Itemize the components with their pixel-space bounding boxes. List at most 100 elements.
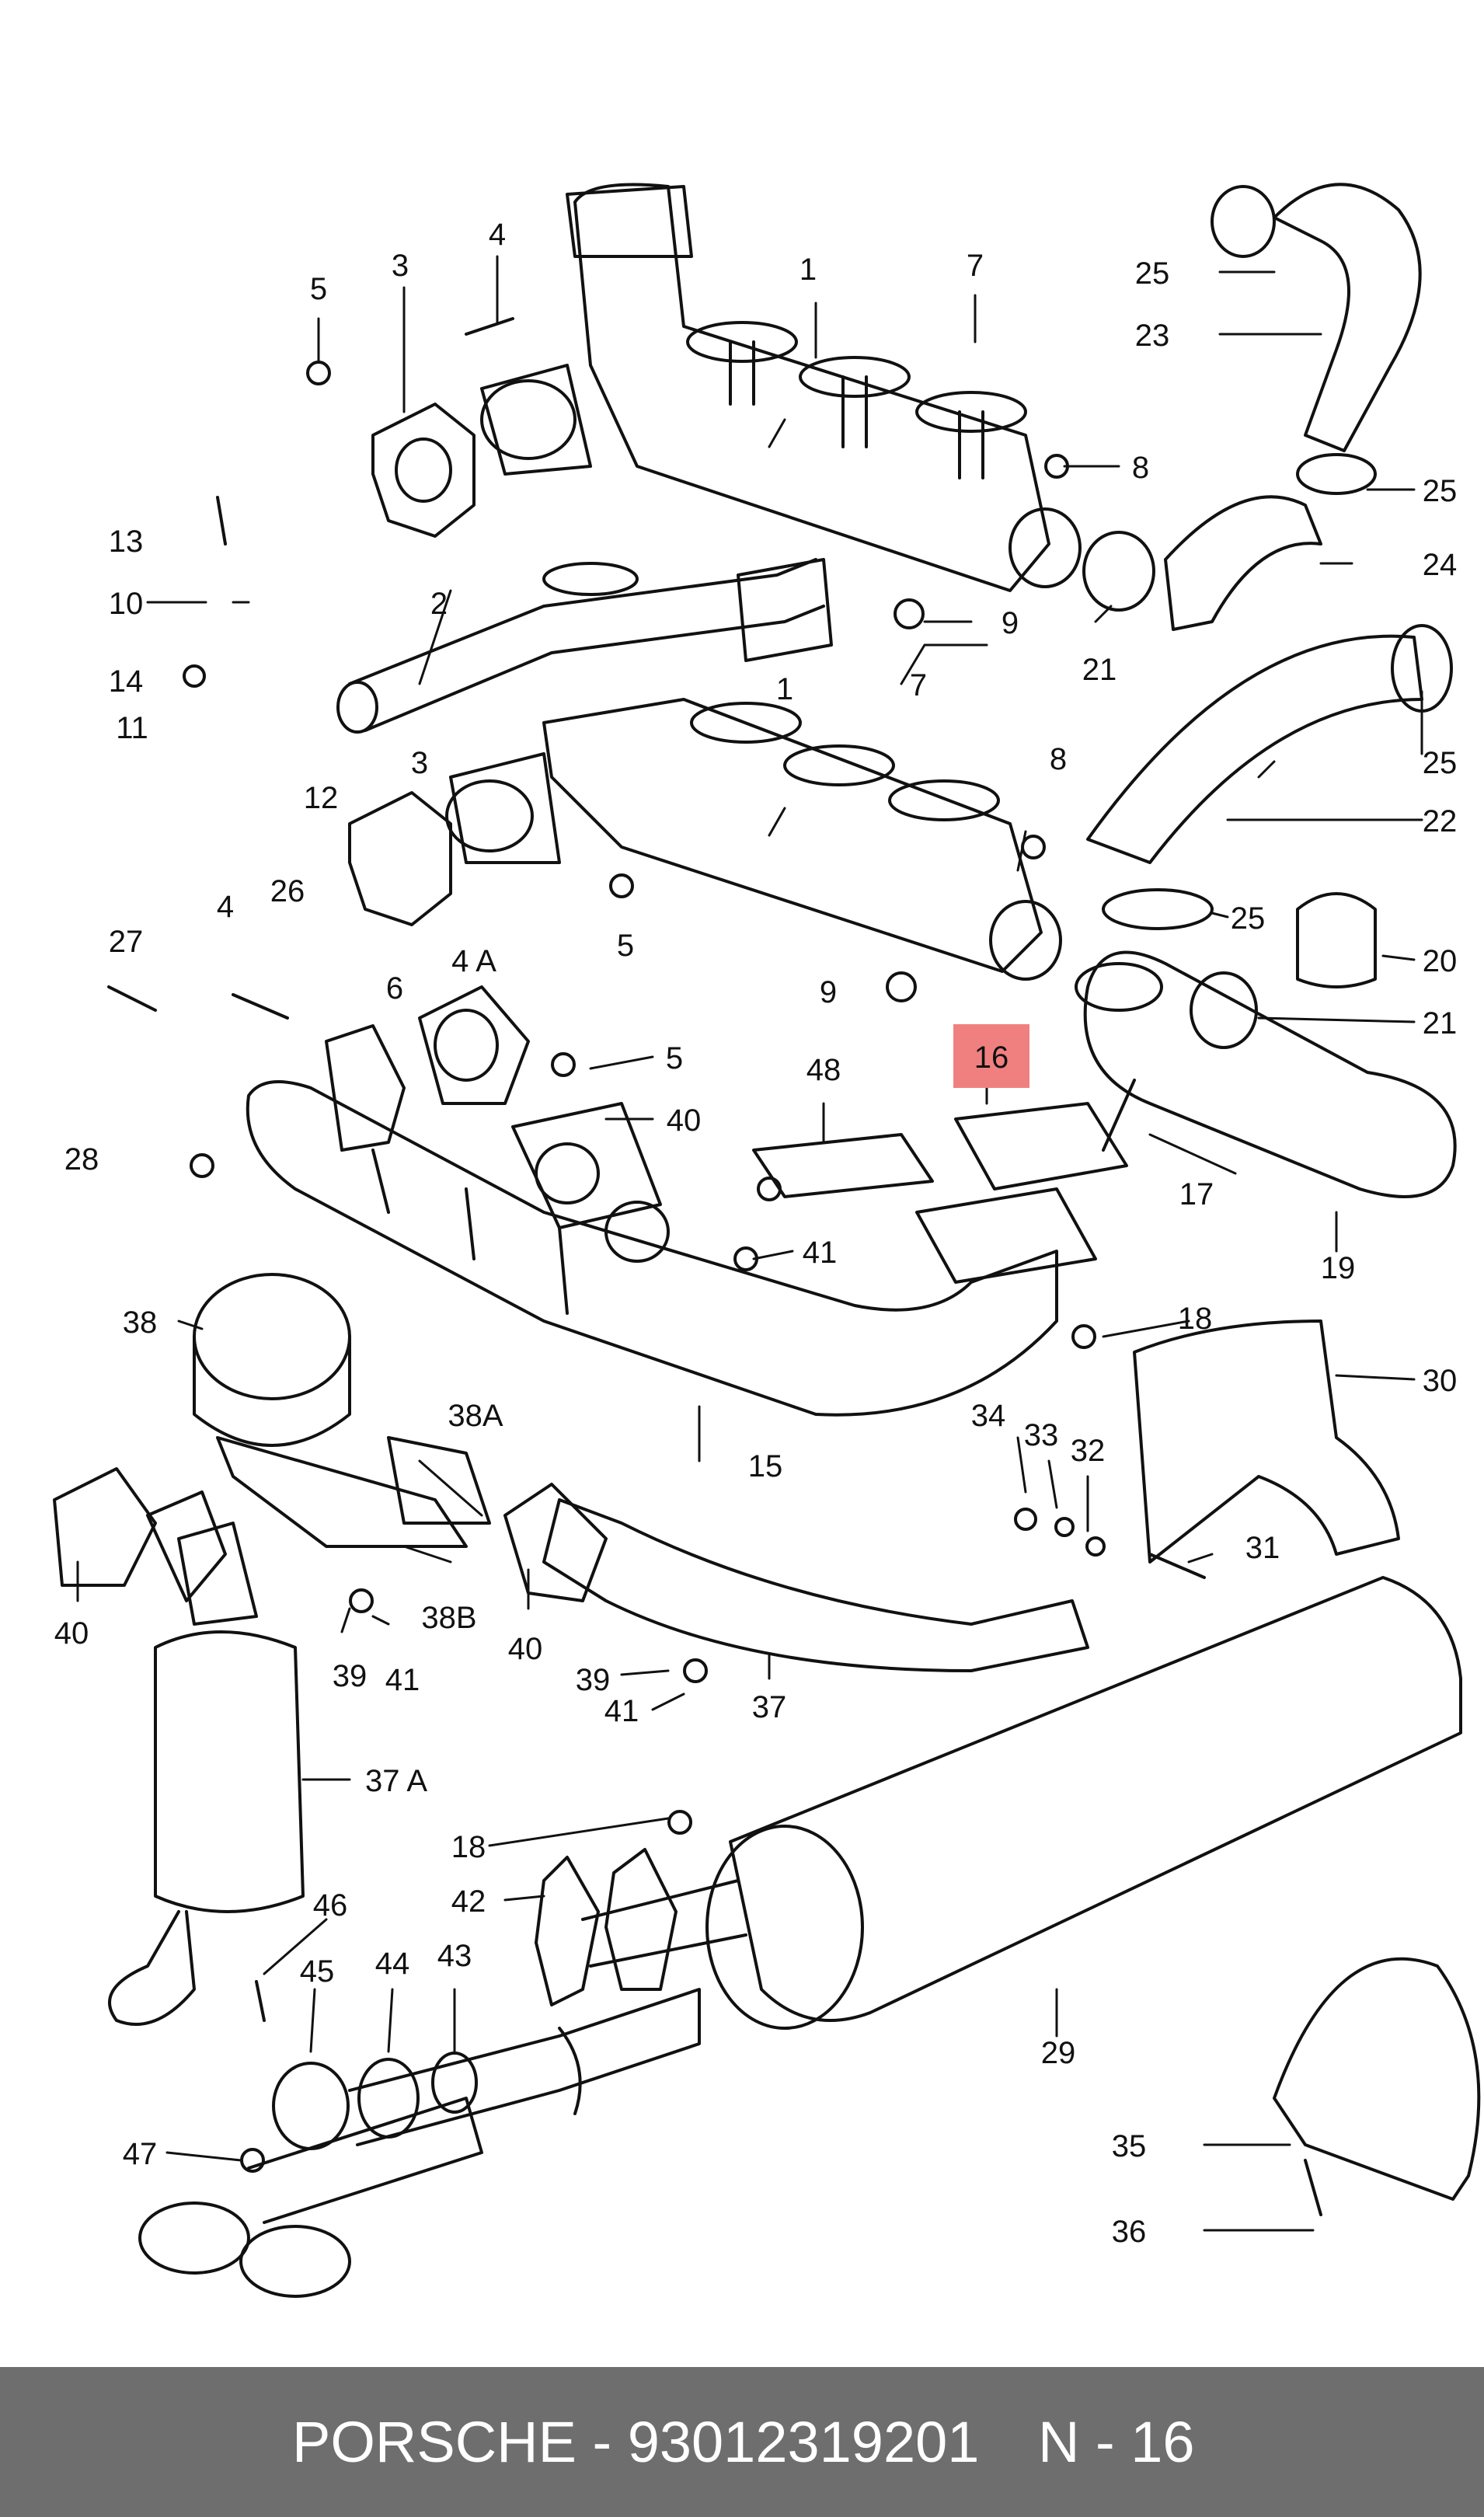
gasket-upper: [371, 403, 476, 538]
label-32: 32: [1071, 1434, 1106, 1468]
gasket-42-b: [604, 1848, 678, 1991]
label-38: 38: [123, 1306, 158, 1340]
cap: [1296, 892, 1377, 988]
label-9-upper: 9: [1002, 606, 1019, 640]
label-43: 43: [437, 1939, 472, 1973]
clamp-21-upper: [1082, 531, 1155, 612]
label-42: 42: [451, 1884, 486, 1919]
elbow-pipe: [1083, 950, 1457, 1198]
flange-40-hole-b: [604, 1201, 670, 1263]
flange-40-left-b: [146, 1490, 227, 1602]
label-9-lower: 9: [820, 975, 837, 1009]
connecting-pipe: [336, 558, 833, 734]
footer-bar: [0, 2367, 1484, 2517]
label-19: 19: [1321, 1251, 1356, 1285]
label-48: 48: [806, 1053, 841, 1087]
ring-43: [431, 2052, 478, 2114]
label-36: 36: [1112, 2215, 1147, 2249]
pipe-37A-tail: [108, 1910, 196, 2026]
fasteners: [107, 317, 1322, 2216]
label-12: 12: [304, 781, 339, 815]
heat-exchanger-lower: [445, 698, 1062, 981]
pipe-37A-bend: [177, 1522, 258, 1626]
label-8-upper: 8: [1132, 451, 1149, 485]
label-40-left: 40: [54, 1616, 89, 1651]
label-18-upper: 18: [1178, 1302, 1213, 1336]
turbocharger: [193, 1273, 491, 1548]
flange-40-left: [53, 1467, 157, 1587]
flange-6: [325, 1024, 406, 1152]
footer-page-code: N - 16: [1038, 2410, 1195, 2474]
label-18-lower: 18: [451, 1830, 486, 1864]
label-7-upper: 7: [967, 249, 984, 283]
clamp-25-lower: [1102, 888, 1214, 930]
label-4-lower: 4: [217, 890, 234, 924]
label-4-upper: 4: [489, 218, 506, 252]
label-16: 16: [974, 1041, 1009, 1075]
silencer-37A: [154, 1630, 305, 1913]
label-25-d: 25: [1231, 901, 1266, 936]
gasket-16-upper: [954, 1102, 1128, 1191]
label-25-a: 25: [1135, 256, 1170, 291]
label-3-lower: 3: [411, 746, 428, 780]
main-exhaust-pipe: [246, 1080, 1058, 1417]
label-41-upper: 41: [803, 1236, 838, 1270]
label-27: 27: [109, 925, 144, 959]
label-8-lower: 8: [1050, 742, 1067, 776]
label-40-upper: 40: [667, 1103, 702, 1138]
pipe-37: [542, 1498, 1089, 1672]
label-22: 22: [1423, 804, 1458, 838]
label-33: 33: [1024, 1418, 1059, 1452]
label-25-b: 25: [1423, 474, 1458, 508]
exhaust-system-diagram: 1 1 2 3 3 4 4 4 A 5 5 5 6 7 7 8 8 9 9 10…: [53, 183, 1481, 2298]
label-38B: 38B: [421, 1601, 476, 1635]
hanger-strap: [1273, 1957, 1481, 2201]
leader-lines: [76, 255, 1423, 2232]
label-14: 14: [109, 664, 144, 699]
label-39-b: 39: [576, 1663, 611, 1697]
bracket-48: [752, 1133, 934, 1198]
label-29: 29: [1041, 2036, 1076, 2070]
label-1-upper: 1: [799, 253, 817, 287]
label-5-b: 5: [617, 929, 634, 963]
label-35: 35: [1112, 2129, 1147, 2163]
footer-part-number: PORSCHE - 93012319201: [292, 2410, 980, 2474]
label-28: 28: [64, 1142, 99, 1177]
label-46: 46: [313, 1888, 348, 1923]
main-muffler: [138, 1576, 1462, 2298]
label-30: 30: [1423, 1364, 1458, 1398]
label-24: 24: [1423, 548, 1458, 582]
label-23: 23: [1135, 319, 1170, 353]
label-31: 31: [1245, 1531, 1280, 1565]
gasket-16-lower: [915, 1187, 1097, 1284]
label-44: 44: [375, 1947, 410, 1981]
label-2: 2: [430, 587, 448, 621]
label-39-a: 39: [333, 1659, 368, 1693]
flange-4A: [418, 985, 530, 1105]
label-41-left: 41: [385, 1663, 420, 1697]
ring-44: [357, 2058, 420, 2139]
label-10: 10: [109, 587, 144, 621]
label-7-lower: 7: [910, 668, 927, 702]
label-20: 20: [1423, 944, 1458, 978]
label-5-c: 5: [666, 1041, 683, 1075]
label-17: 17: [1179, 1177, 1214, 1211]
label-15: 15: [748, 1449, 783, 1483]
air-duct-pipes: [1086, 183, 1453, 864]
label-37A: 37 A: [365, 1764, 427, 1798]
label-21-upper: 21: [1082, 653, 1117, 687]
heat-shield: [1133, 1320, 1400, 1564]
clamp-21-lower: [1190, 971, 1258, 1049]
label-47: 47: [123, 2137, 158, 2171]
part-labels: 1 1 2 3 3 4 4 4 A 5 5 5 6 7 7 8 8 9 9 10…: [54, 218, 1458, 2249]
label-3-upper: 3: [392, 249, 409, 283]
flange-40-hole-a: [535, 1142, 600, 1204]
label-26: 26: [270, 874, 305, 908]
heat-exchanger-upper: [480, 183, 1082, 592]
label-1-lower: 1: [776, 672, 793, 706]
elbow-pipe-end: [1075, 962, 1163, 1012]
clamp-45: [272, 2062, 350, 2150]
label-11: 11: [116, 711, 148, 745]
label-6: 6: [386, 971, 403, 1006]
gasket-lower: [348, 791, 452, 926]
